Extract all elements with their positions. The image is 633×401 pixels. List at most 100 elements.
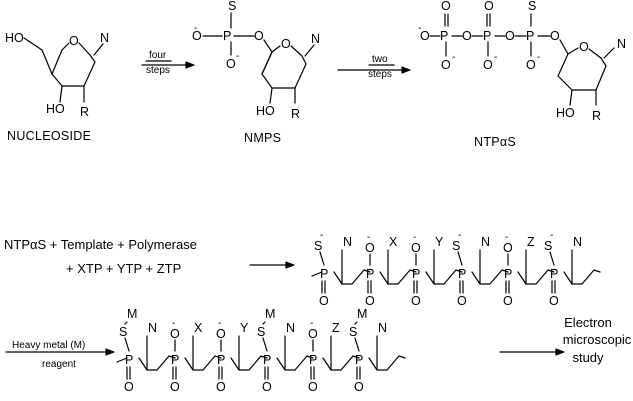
nmps-structure: S O - P O - O O N HO R NMPS — [192, 0, 320, 145]
electron-microscopic-study: Electron microscopic study — [563, 315, 632, 365]
chain1-phosphorus-6: P — [550, 267, 558, 281]
chain1-o-minus-3: O — [411, 241, 421, 255]
ntpas-base-n: N — [617, 37, 626, 51]
ntpas-o-alpha-bottom: O — [526, 58, 536, 72]
ntpas-o-gamma-top: O — [441, 0, 451, 13]
ntpas-minus-4: - — [537, 52, 540, 63]
chain1-o-charge-3: - — [413, 232, 416, 243]
chain1-o-double-4: O — [457, 294, 467, 308]
chain2-o-minus-5: O — [308, 327, 318, 341]
chain2-sulfur-6: S — [349, 325, 357, 339]
four-label: four — [149, 50, 167, 61]
chain2-o-double-1: O — [124, 380, 134, 394]
steps-label-2: steps — [368, 69, 392, 80]
ntpas-minus-2: - — [452, 52, 455, 63]
chain2-base-3: Y — [240, 321, 249, 335]
chain2-phosphorus-4: P — [263, 353, 271, 367]
chain1-base-1: N — [343, 235, 352, 249]
chain2-base-1: N — [148, 321, 157, 335]
chain1-o-double-6: O — [549, 294, 559, 308]
nucleoside-ho-5prime: HO — [5, 31, 24, 45]
nucleoside-ho-3prime: HO — [46, 102, 65, 116]
product-line-2: microscopic — [563, 332, 632, 347]
chain2-base-6: N — [378, 321, 387, 335]
chain2-base-2: X — [194, 321, 203, 335]
chain2-o-double-3: O — [216, 380, 226, 394]
nmps-thio-s: S — [228, 0, 236, 13]
nmps-o-minus-bottom: O — [226, 57, 236, 71]
chain1-s-minus-6: - — [550, 230, 553, 241]
ntpas-ring-oxygen: O — [579, 40, 589, 54]
chain1-base-2: X — [389, 235, 398, 249]
chain1-o-double-5: O — [503, 294, 513, 308]
chain2-o-double-6: O — [354, 380, 364, 394]
chain2-o-charge-5: - — [310, 318, 313, 329]
ntpas-thio-s: S — [528, 0, 536, 13]
chain2-metal-4: M — [265, 307, 275, 321]
chain1-sulfur-1: S — [314, 239, 322, 253]
arrow-electron-microscopy — [499, 348, 565, 356]
ntpas-ho-3prime: HO — [556, 106, 575, 120]
chain1-phosphorus-4: P — [458, 267, 466, 281]
ntpas-minus-3: - — [494, 52, 497, 63]
reactants-line-1: NTPαS + Template + Polymerase — [4, 237, 197, 252]
chain2-phosphorus-1: P — [125, 353, 133, 367]
chain1-o-minus-5: O — [503, 241, 513, 255]
product-line-1: Electron — [564, 315, 612, 330]
nucleoside-label: NUCLEOSIDE — [7, 129, 91, 143]
ntpas-o-gamma-bottom: O — [441, 58, 451, 72]
steps-label-1: steps — [146, 65, 170, 76]
ntpas-ester-oxygen: O — [550, 29, 560, 43]
chain2-phosphorus-5: P — [309, 353, 317, 367]
nmps-ester-oxygen: O — [254, 29, 264, 43]
chain2-o-double-5: O — [308, 380, 318, 394]
chain2-o-minus-2: O — [170, 327, 180, 341]
ntpas-p-alpha: P — [526, 29, 534, 43]
chain2-o-minus-3: O — [216, 327, 226, 341]
chain1-o-charge-5: - — [505, 232, 508, 243]
chain1-phosphorus-5: P — [504, 267, 512, 281]
chain2-o-charge-2: - — [172, 318, 175, 329]
nmps-r-group: R — [291, 107, 300, 121]
chain2-sulfur-1: S — [119, 325, 127, 339]
chain1-s-minus-1: - — [320, 230, 323, 241]
chain1-o-minus-2: O — [365, 241, 375, 255]
ntpas-p-beta: P — [483, 29, 491, 43]
chain2-metal-6: M — [357, 307, 367, 321]
chain1-o-double-3: O — [411, 294, 421, 308]
heavy-metal-label: Heavy metal (M) — [12, 340, 85, 351]
nmps-ring-oxygen: O — [281, 37, 291, 51]
nucleoside-ring-oxygen: O — [69, 34, 79, 48]
chain1-phosphorus-1: P — [320, 267, 328, 281]
chain1-sulfur-4: S — [452, 239, 460, 253]
polymerization-reactants: NTPαS + Template + Polymerase + XTP + YT… — [4, 237, 197, 276]
chain2-phosphorus-6: P — [355, 353, 363, 367]
ntpas-p-gamma: P — [440, 29, 448, 43]
chain2-base-5: Z — [332, 321, 340, 335]
chain1-phosphorus-2: P — [366, 267, 374, 281]
arrow-polymerization — [249, 261, 295, 269]
ntpas-structure: - O P O O - O P O O - O P S O - O O — [418, 0, 626, 149]
nucleoside-base-n: N — [100, 31, 109, 45]
chain2-phosphorus-3: P — [217, 353, 225, 367]
nmps-o-minus-left: O — [192, 29, 202, 43]
ntpas-o-left: O — [420, 29, 430, 43]
arrow-two-steps: two steps — [337, 54, 411, 80]
ntpas-o-beta-top: O — [484, 0, 494, 13]
nmps-phosphorus: P — [223, 29, 231, 43]
arrow-four-steps: four steps — [141, 50, 195, 76]
chain1-base-5: Z — [527, 235, 535, 249]
ntpas-label: NTPαS — [474, 135, 516, 149]
arrow-heavy-metal: Heavy metal (M) reagent — [5, 340, 115, 370]
chain1-phosphorus-3: P — [412, 267, 420, 281]
chain1-sulfur-6: S — [544, 239, 552, 253]
chain2-o-charge-3: - — [218, 318, 221, 329]
ntpas-minus-left: - — [418, 23, 421, 34]
reagent-label: reagent — [42, 359, 76, 370]
chain2-o-double-4: O — [262, 380, 272, 394]
chain1-base-6: N — [573, 235, 582, 249]
chain2-sulfur-4: S — [257, 325, 265, 339]
